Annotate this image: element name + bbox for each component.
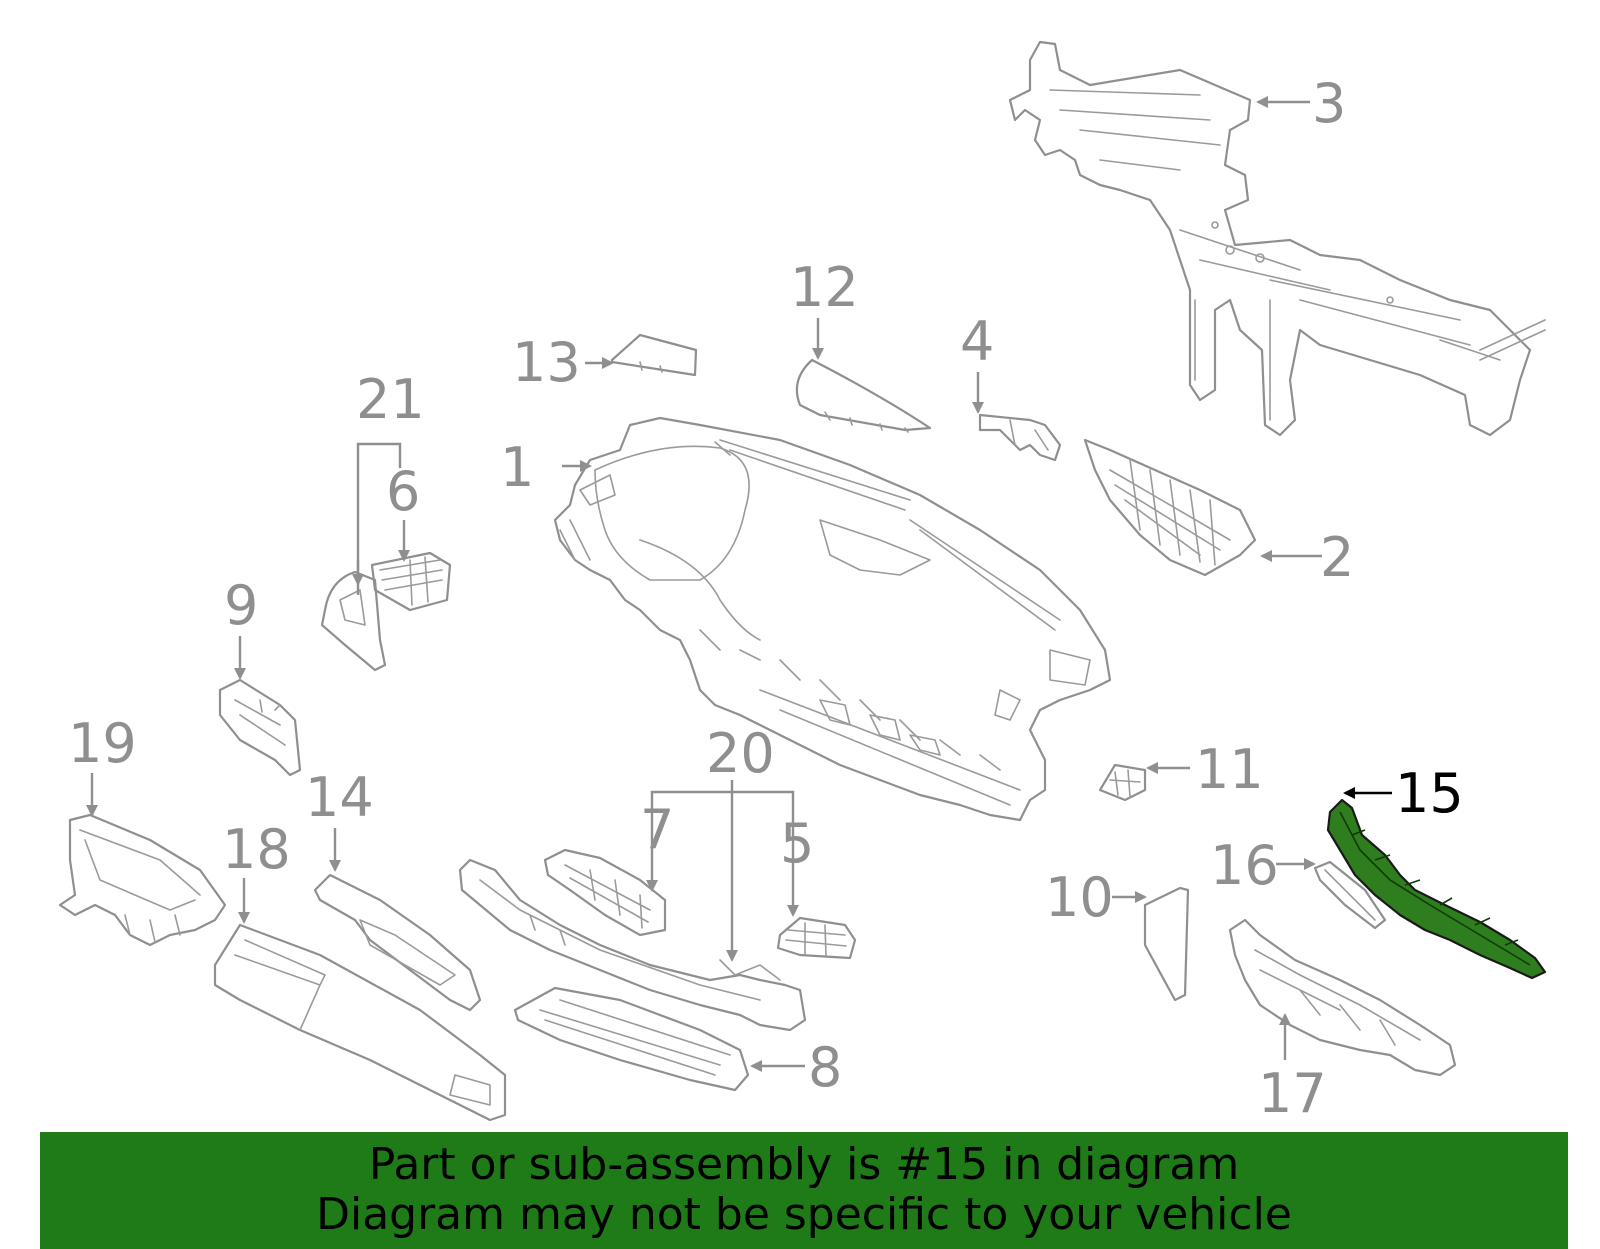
callout-2: 2 — [1320, 526, 1354, 589]
part-2-glovebox[interactable] — [1083, 438, 1257, 577]
callout-1: 1 — [500, 436, 534, 499]
callout-19: 19 — [68, 712, 137, 775]
callout-12: 12 — [790, 256, 859, 319]
part-16-trim-strip[interactable] — [1313, 860, 1387, 930]
callout-6: 6 — [386, 460, 420, 523]
part-4-bracket[interactable] — [978, 413, 1062, 462]
part-15-highlighted[interactable] — [1326, 798, 1547, 980]
part-18-lower-panel[interactable] — [213, 923, 507, 1122]
part-17-bracket[interactable] — [1228, 918, 1457, 1077]
part-12-cover[interactable] — [795, 358, 932, 433]
callout-8: 8 — [808, 1036, 842, 1099]
part-10-side-cover[interactable] — [1143, 886, 1190, 1002]
part-11-clip[interactable] — [1098, 763, 1147, 802]
callout-4: 4 — [960, 310, 994, 373]
part-13-trim[interactable] — [610, 333, 698, 377]
callout-18: 18 — [222, 818, 291, 881]
banner-line-2: Diagram may not be specific to your vehi… — [316, 1189, 1292, 1240]
callout-17: 17 — [1258, 1062, 1327, 1125]
leader-lines — [86, 96, 1392, 1072]
part-9-trim-panel[interactable] — [218, 678, 302, 777]
callout-10: 10 — [1045, 866, 1114, 929]
part-19-cluster-hood[interactable] — [58, 813, 227, 947]
part-5-air-vent[interactable] — [776, 916, 857, 960]
callout-16: 16 — [1210, 834, 1279, 897]
banner-line-1: Part or sub-assembly is #15 in diagram — [368, 1139, 1240, 1190]
callout-20: 20 — [706, 722, 775, 785]
callout-5: 5 — [780, 812, 814, 875]
part-3-crossmember[interactable] — [1008, 40, 1546, 437]
callout-11: 11 — [1195, 738, 1264, 801]
callout-9: 9 — [224, 574, 258, 637]
callout-15[interactable]: 15 — [1395, 762, 1464, 825]
part-20-center-trim[interactable] — [458, 858, 807, 1032]
callout-21: 21 — [356, 368, 425, 431]
callout-14: 14 — [305, 766, 374, 829]
callout-13: 13 — [512, 331, 581, 394]
callout-3: 3 — [1312, 72, 1346, 135]
part-14-garnish[interactable] — [313, 873, 482, 1012]
info-banner: Part or sub-assembly is #15 in diagram D… — [40, 1132, 1568, 1249]
part-7-air-vent[interactable] — [543, 848, 667, 937]
part-21-vent-bezel[interactable] — [320, 570, 387, 672]
part-1-instrument-panel[interactable] — [553, 416, 1112, 822]
part-8-lower-trim[interactable] — [513, 986, 750, 1092]
part-6-air-vent[interactable] — [370, 551, 452, 612]
callout-7: 7 — [640, 798, 674, 861]
